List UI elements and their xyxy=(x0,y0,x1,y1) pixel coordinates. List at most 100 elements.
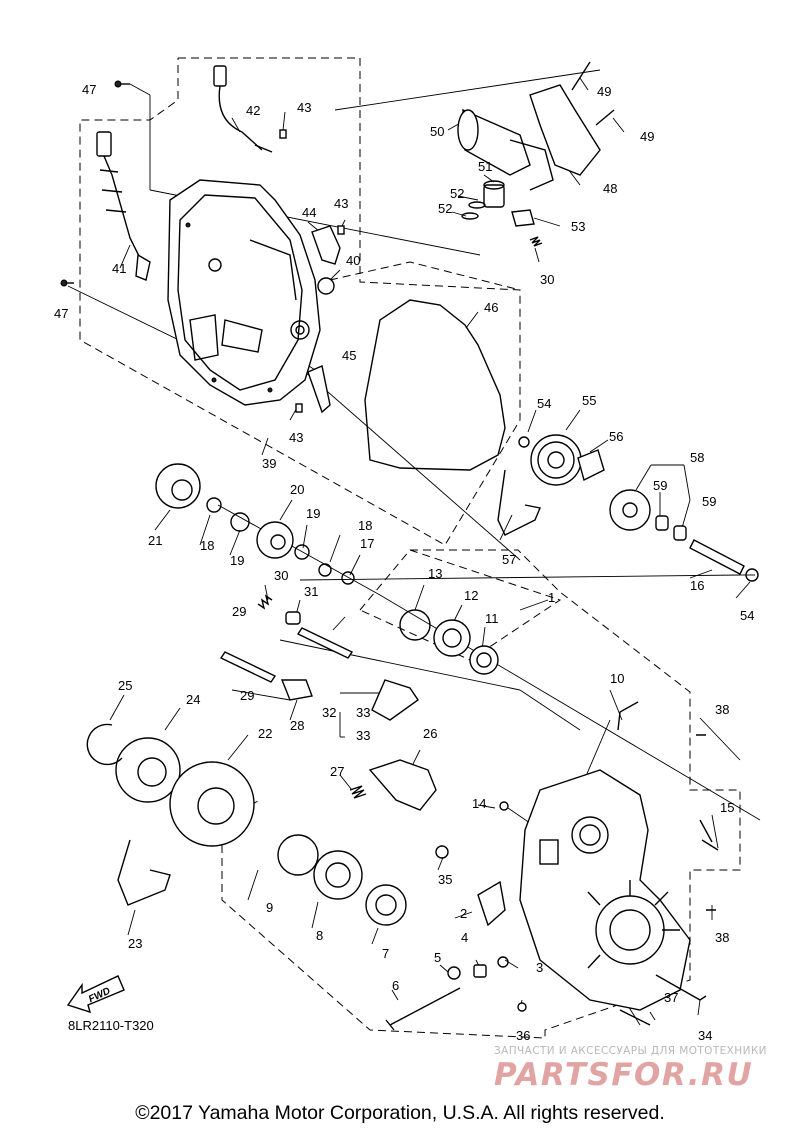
callout-30: 30 xyxy=(540,272,554,287)
bolt-part-34 xyxy=(655,974,707,1001)
callout-16: 16 xyxy=(690,578,704,593)
callout-23: 23 xyxy=(128,936,142,951)
screw-part-49 xyxy=(571,61,615,126)
circlip-part-9 xyxy=(277,834,319,876)
gear-part-21 xyxy=(155,463,201,509)
callout-15: 15 xyxy=(720,800,734,815)
callout-53: 53 xyxy=(571,219,585,234)
callout-34: 34 xyxy=(698,1028,712,1043)
watermark-tagline: ЗАПЧАСТИ И АКСЕССУАРЫ ДЛЯ МОТОТЕХНИКИ xyxy=(494,1045,767,1057)
callout-49: 49 xyxy=(597,84,611,99)
callout-48: 48 xyxy=(603,181,617,196)
callout-55: 55 xyxy=(582,393,596,408)
callout-1: 1 xyxy=(548,590,555,605)
gasket-part-46 xyxy=(364,299,506,471)
oring-part-52 xyxy=(461,201,486,220)
washer-part-19b xyxy=(294,544,310,560)
callout-25: 25 xyxy=(118,678,132,693)
callout-27: 27 xyxy=(330,764,344,779)
callout-46: 46 xyxy=(484,300,498,315)
chain-part-23 xyxy=(117,839,171,906)
bearing-part-8 xyxy=(313,850,363,900)
callout-42: 42 xyxy=(246,103,260,118)
shaft-part-16 xyxy=(689,539,745,575)
callout-43: 43 xyxy=(297,100,311,115)
callout-10: 10 xyxy=(610,671,624,686)
hub-part-56 xyxy=(577,449,605,482)
chain-part-57 xyxy=(497,469,541,536)
watermark-logo: PARTSFOR.RU xyxy=(494,1057,753,1091)
shaft-part-29b xyxy=(219,651,277,683)
circlip-part-25 xyxy=(86,723,123,766)
callout-52: 52 xyxy=(450,186,464,201)
nut-part-5 xyxy=(447,966,461,980)
callout-31: 31 xyxy=(304,584,318,599)
callout-3: 3 xyxy=(536,960,543,975)
left-cover-part-39 xyxy=(167,179,321,406)
callout-38: 38 xyxy=(715,930,729,945)
plate-part-45 xyxy=(307,365,331,414)
callout-44: 44 xyxy=(302,205,316,220)
callout-30: 30 xyxy=(274,568,288,583)
callout-59: 59 xyxy=(702,494,716,509)
callout-33: 33 xyxy=(356,728,370,743)
callout-26: 26 xyxy=(423,726,437,741)
svg-text:PARTSFOR.RU: PARTSFOR.RU xyxy=(494,1057,753,1091)
callout-5: 5 xyxy=(434,950,441,965)
callout-18: 18 xyxy=(200,538,214,553)
case-part-1 xyxy=(519,769,691,1011)
callout-29: 29 xyxy=(240,688,254,703)
spring-part-27 xyxy=(349,785,367,799)
callout-47: 47 xyxy=(54,306,68,321)
callout-49: 49 xyxy=(640,129,654,144)
collar-part-4 xyxy=(473,964,487,978)
assembly-boundary-motor xyxy=(329,261,521,291)
callout-50: 50 xyxy=(430,124,444,139)
clip-part-14 xyxy=(499,801,509,811)
callout-41: 41 xyxy=(112,261,126,276)
bracket-part-2 xyxy=(477,880,506,927)
bearing-part-12 xyxy=(433,619,471,657)
callout-54: 54 xyxy=(537,396,551,411)
gear-part-24 xyxy=(115,737,181,803)
callout-39: 39 xyxy=(262,456,276,471)
callout-40: 40 xyxy=(346,253,360,268)
detent-part-26 xyxy=(368,759,437,811)
callout-28: 28 xyxy=(290,718,304,733)
reference-code: 8LR2110-T320 xyxy=(68,1018,154,1033)
callout-37: 37 xyxy=(664,990,678,1005)
callout-22: 22 xyxy=(258,726,272,741)
fork-part-32 xyxy=(371,679,419,721)
circlip-part-13 xyxy=(399,609,431,641)
washer-part-3 xyxy=(497,956,509,968)
callout-24: 24 xyxy=(186,692,200,707)
nut-part-36 xyxy=(517,1002,527,1012)
spring-part-30 xyxy=(257,594,273,610)
callout-9: 9 xyxy=(266,900,273,915)
washer-part-19 xyxy=(230,512,250,532)
callout-33: 33 xyxy=(356,705,370,720)
bracket-part-48 xyxy=(529,84,601,176)
seal-part-40 xyxy=(317,277,335,295)
callout-8: 8 xyxy=(316,928,323,943)
bolt-part-37 xyxy=(619,1009,651,1026)
sensor-part-41 xyxy=(96,131,151,281)
callout-20: 20 xyxy=(290,482,304,497)
clip-part-53 xyxy=(511,209,535,227)
callout-14: 14 xyxy=(472,796,486,811)
callout-38: 38 xyxy=(715,702,729,717)
pin-part-35 xyxy=(435,845,449,859)
callout-47: 47 xyxy=(82,82,96,97)
callout-52: 52 xyxy=(438,201,452,216)
seal-part-11 xyxy=(469,645,499,675)
sprocket-part-58 xyxy=(609,489,651,531)
callout-19: 19 xyxy=(230,553,244,568)
seal-part-7 xyxy=(365,884,407,926)
callout-29: 29 xyxy=(232,604,246,619)
callout-13: 13 xyxy=(428,566,442,581)
bracket-part-44 xyxy=(311,225,341,265)
callout-45: 45 xyxy=(342,348,356,363)
bolt-part-15 xyxy=(699,819,719,851)
